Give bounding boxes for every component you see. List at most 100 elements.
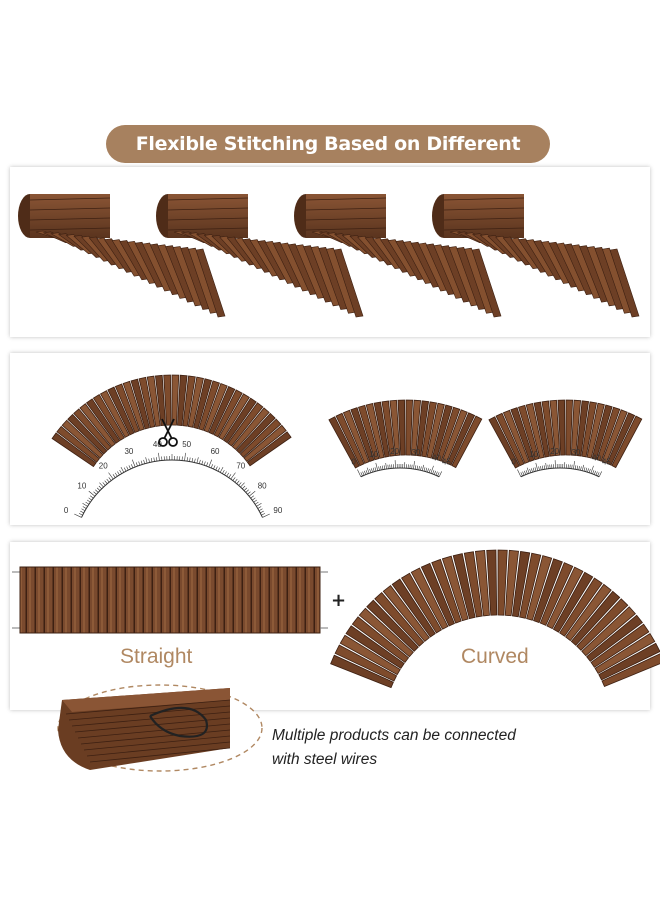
arc-large-slat (231, 407, 270, 451)
ruler-small-2-tick (522, 471, 525, 476)
ruler-small-1-tick (420, 466, 422, 471)
ruler-small-1-tick (435, 471, 438, 476)
arc-curved-slat (391, 578, 436, 638)
ruler-small-2-tick (590, 465, 594, 474)
scissors-icon (158, 418, 178, 447)
arc-large-slat (243, 424, 287, 462)
ruler-large-tick (251, 497, 256, 501)
ruler-large-label: 40 (153, 440, 162, 449)
ruler-small-1-label: 10 (369, 450, 378, 459)
roll-body (168, 194, 248, 238)
arc-large-slat (107, 386, 135, 436)
ruler-small-2-tick (524, 470, 527, 475)
arc-large-slat (198, 380, 220, 431)
ruler-large-tick (254, 501, 259, 505)
ruler-large-tick (262, 513, 270, 518)
ruler-large-tick (135, 462, 138, 467)
ruler-large-tick (232, 477, 236, 481)
arc-small-2-slat (502, 409, 530, 464)
ruler-small-2-tick (571, 464, 573, 469)
arc-small-1-slat (441, 409, 468, 464)
ruler-large-tick (194, 458, 196, 463)
arc-curved-slat (526, 555, 553, 621)
arc-curved-slat (565, 583, 612, 642)
arc-curved-slat (533, 558, 563, 624)
arc-small-1-slat (431, 404, 453, 460)
arc-large-slat (171, 374, 180, 426)
arc-large-slat (246, 431, 292, 467)
ruler-large-tick (140, 460, 143, 465)
ruler-large-tick (85, 501, 90, 505)
arc-large (51, 374, 292, 468)
arc-large-slat (227, 402, 264, 447)
ruler-large-tick (256, 502, 262, 507)
arc-small-2-slat (570, 399, 582, 456)
arc-large-slat (163, 374, 172, 426)
arc-large-slat (193, 378, 213, 430)
ruler-large-tick (123, 467, 127, 472)
ruler-large-tick (213, 465, 216, 470)
ruler-large-tick (215, 466, 218, 471)
arc-small-1-slat (381, 400, 395, 457)
arc-curved-slat (431, 558, 462, 624)
ruler-large-tick (243, 487, 248, 491)
ruler-large-tick (98, 485, 102, 490)
arc-small-1-slat (328, 416, 360, 469)
ruler-small-2-tick (545, 463, 547, 470)
ruler-large-tick (201, 460, 204, 465)
arc-curved-slat (552, 571, 594, 633)
ruler-small-1-tick (364, 470, 367, 475)
ruler-small-1-tick (378, 466, 380, 471)
ruler-small-2-tick (587, 468, 589, 473)
arc-curved-slat (539, 562, 574, 626)
arc-curved-slat (400, 572, 443, 634)
ruler-small-2-tick (580, 466, 582, 471)
arc-small-1 (328, 399, 483, 469)
ruler-small-2-tick (529, 468, 532, 473)
ruler-large-tick (126, 466, 129, 471)
straight-walkway (12, 566, 328, 634)
ruler-large-tick (156, 457, 158, 462)
ruler-small-1-tick (369, 468, 372, 473)
ruler-large-tick (99, 482, 104, 488)
arc-curved-slat (420, 562, 455, 627)
arc-curved-slat (594, 632, 656, 675)
ruler-large-tick (102, 482, 106, 486)
arc-large-slat (208, 385, 236, 435)
ruler-small-2-tick (540, 465, 542, 470)
ruler-small-2-line (520, 467, 600, 478)
arc-small-1-slat (350, 407, 375, 462)
ruler-small-2-tick (531, 468, 533, 473)
arc-small-1-slat (451, 415, 483, 469)
ruler-small-1-tick (387, 464, 389, 469)
ruler-small-2-label: 0 (511, 457, 516, 466)
ruler-large-tick (128, 465, 131, 470)
ruler-large-label: 80 (258, 481, 267, 490)
ruler-small-1-label: 0 (351, 457, 356, 466)
arc-large-slat (92, 394, 125, 441)
arc-curved-slat (497, 549, 508, 616)
arc-curved-slat (519, 552, 542, 619)
arc-curved-slat (581, 606, 636, 657)
ruler-large-tick (153, 457, 155, 462)
ruler-large-tick (108, 477, 112, 481)
ruler-small-1-tick (357, 469, 362, 477)
ruler-large-tick (206, 462, 209, 467)
ruler-small-2-label: 45 (602, 457, 611, 466)
ruler-small-1-tick (430, 465, 434, 474)
ruler-small-2-tick (576, 465, 579, 470)
roll-body (306, 194, 386, 238)
ruler-large-tick (88, 490, 96, 497)
arc-curved-slat (504, 549, 519, 617)
arc-large-slat (239, 418, 282, 458)
ruler-small-2-tick (547, 464, 549, 469)
arc-large-slat (218, 393, 250, 441)
ruler-large-tick (95, 489, 99, 493)
ruler-small-1-label: 30 (411, 448, 420, 457)
ruler-large-label: 0 (64, 506, 69, 515)
arc-small-2-slat (576, 400, 590, 457)
arc-curved-slat (358, 607, 414, 658)
ruler-large-tick (104, 480, 108, 484)
